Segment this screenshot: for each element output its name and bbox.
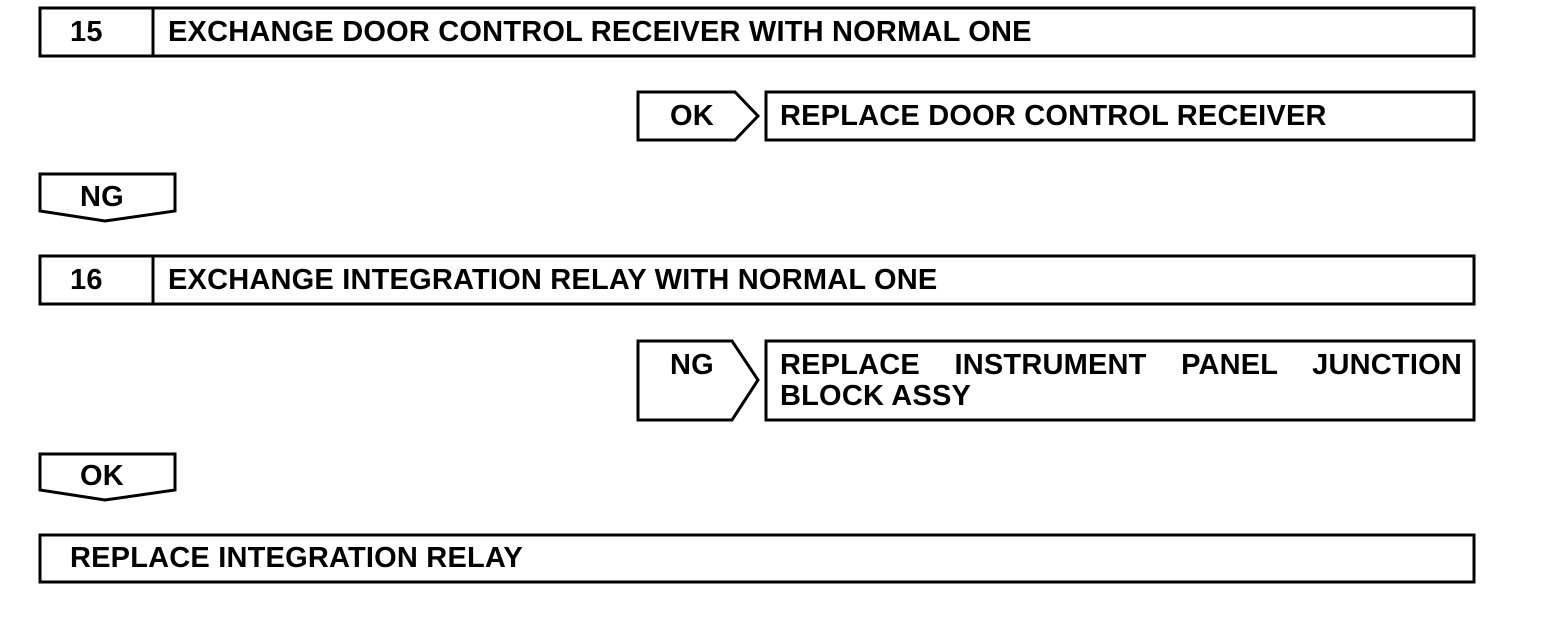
ok-branch-result-label: OK	[670, 100, 714, 132]
ng-branch-arrow-shape	[636, 339, 760, 422]
step-15-box	[38, 6, 1476, 58]
ng-branch-action-line-1: REPLACE INSTRUMENT PANEL JUNCTION	[780, 349, 1462, 381]
ok-continue-label: OK	[80, 460, 124, 492]
step-15-title: EXCHANGE DOOR CONTROL RECEIVER WITH NORM…	[168, 16, 1032, 48]
step-16-number: 16	[70, 264, 103, 296]
final-action-text: REPLACE INTEGRATION RELAY	[70, 542, 523, 574]
final-action-box	[38, 533, 1476, 584]
ng-branch-action-box	[764, 339, 1476, 422]
ng-branch-result-label: NG	[670, 349, 714, 381]
ok-branch-arrow-shape	[636, 90, 761, 142]
ok-branch-action-text: REPLACE DOOR CONTROL RECEIVER	[780, 100, 1327, 132]
ok-continue-arrow-shape	[38, 452, 177, 502]
step-16-title: EXCHANGE INTEGRATION RELAY WITH NORMAL O…	[168, 264, 938, 296]
step-15-number: 15	[70, 16, 103, 48]
ng-continue-label: NG	[80, 181, 124, 213]
step-16-box	[38, 254, 1476, 306]
ok-branch-action-box	[764, 90, 1476, 142]
ng-branch-action-line-2: BLOCK ASSY	[780, 380, 972, 412]
ng-continue-arrow-shape	[38, 172, 177, 223]
